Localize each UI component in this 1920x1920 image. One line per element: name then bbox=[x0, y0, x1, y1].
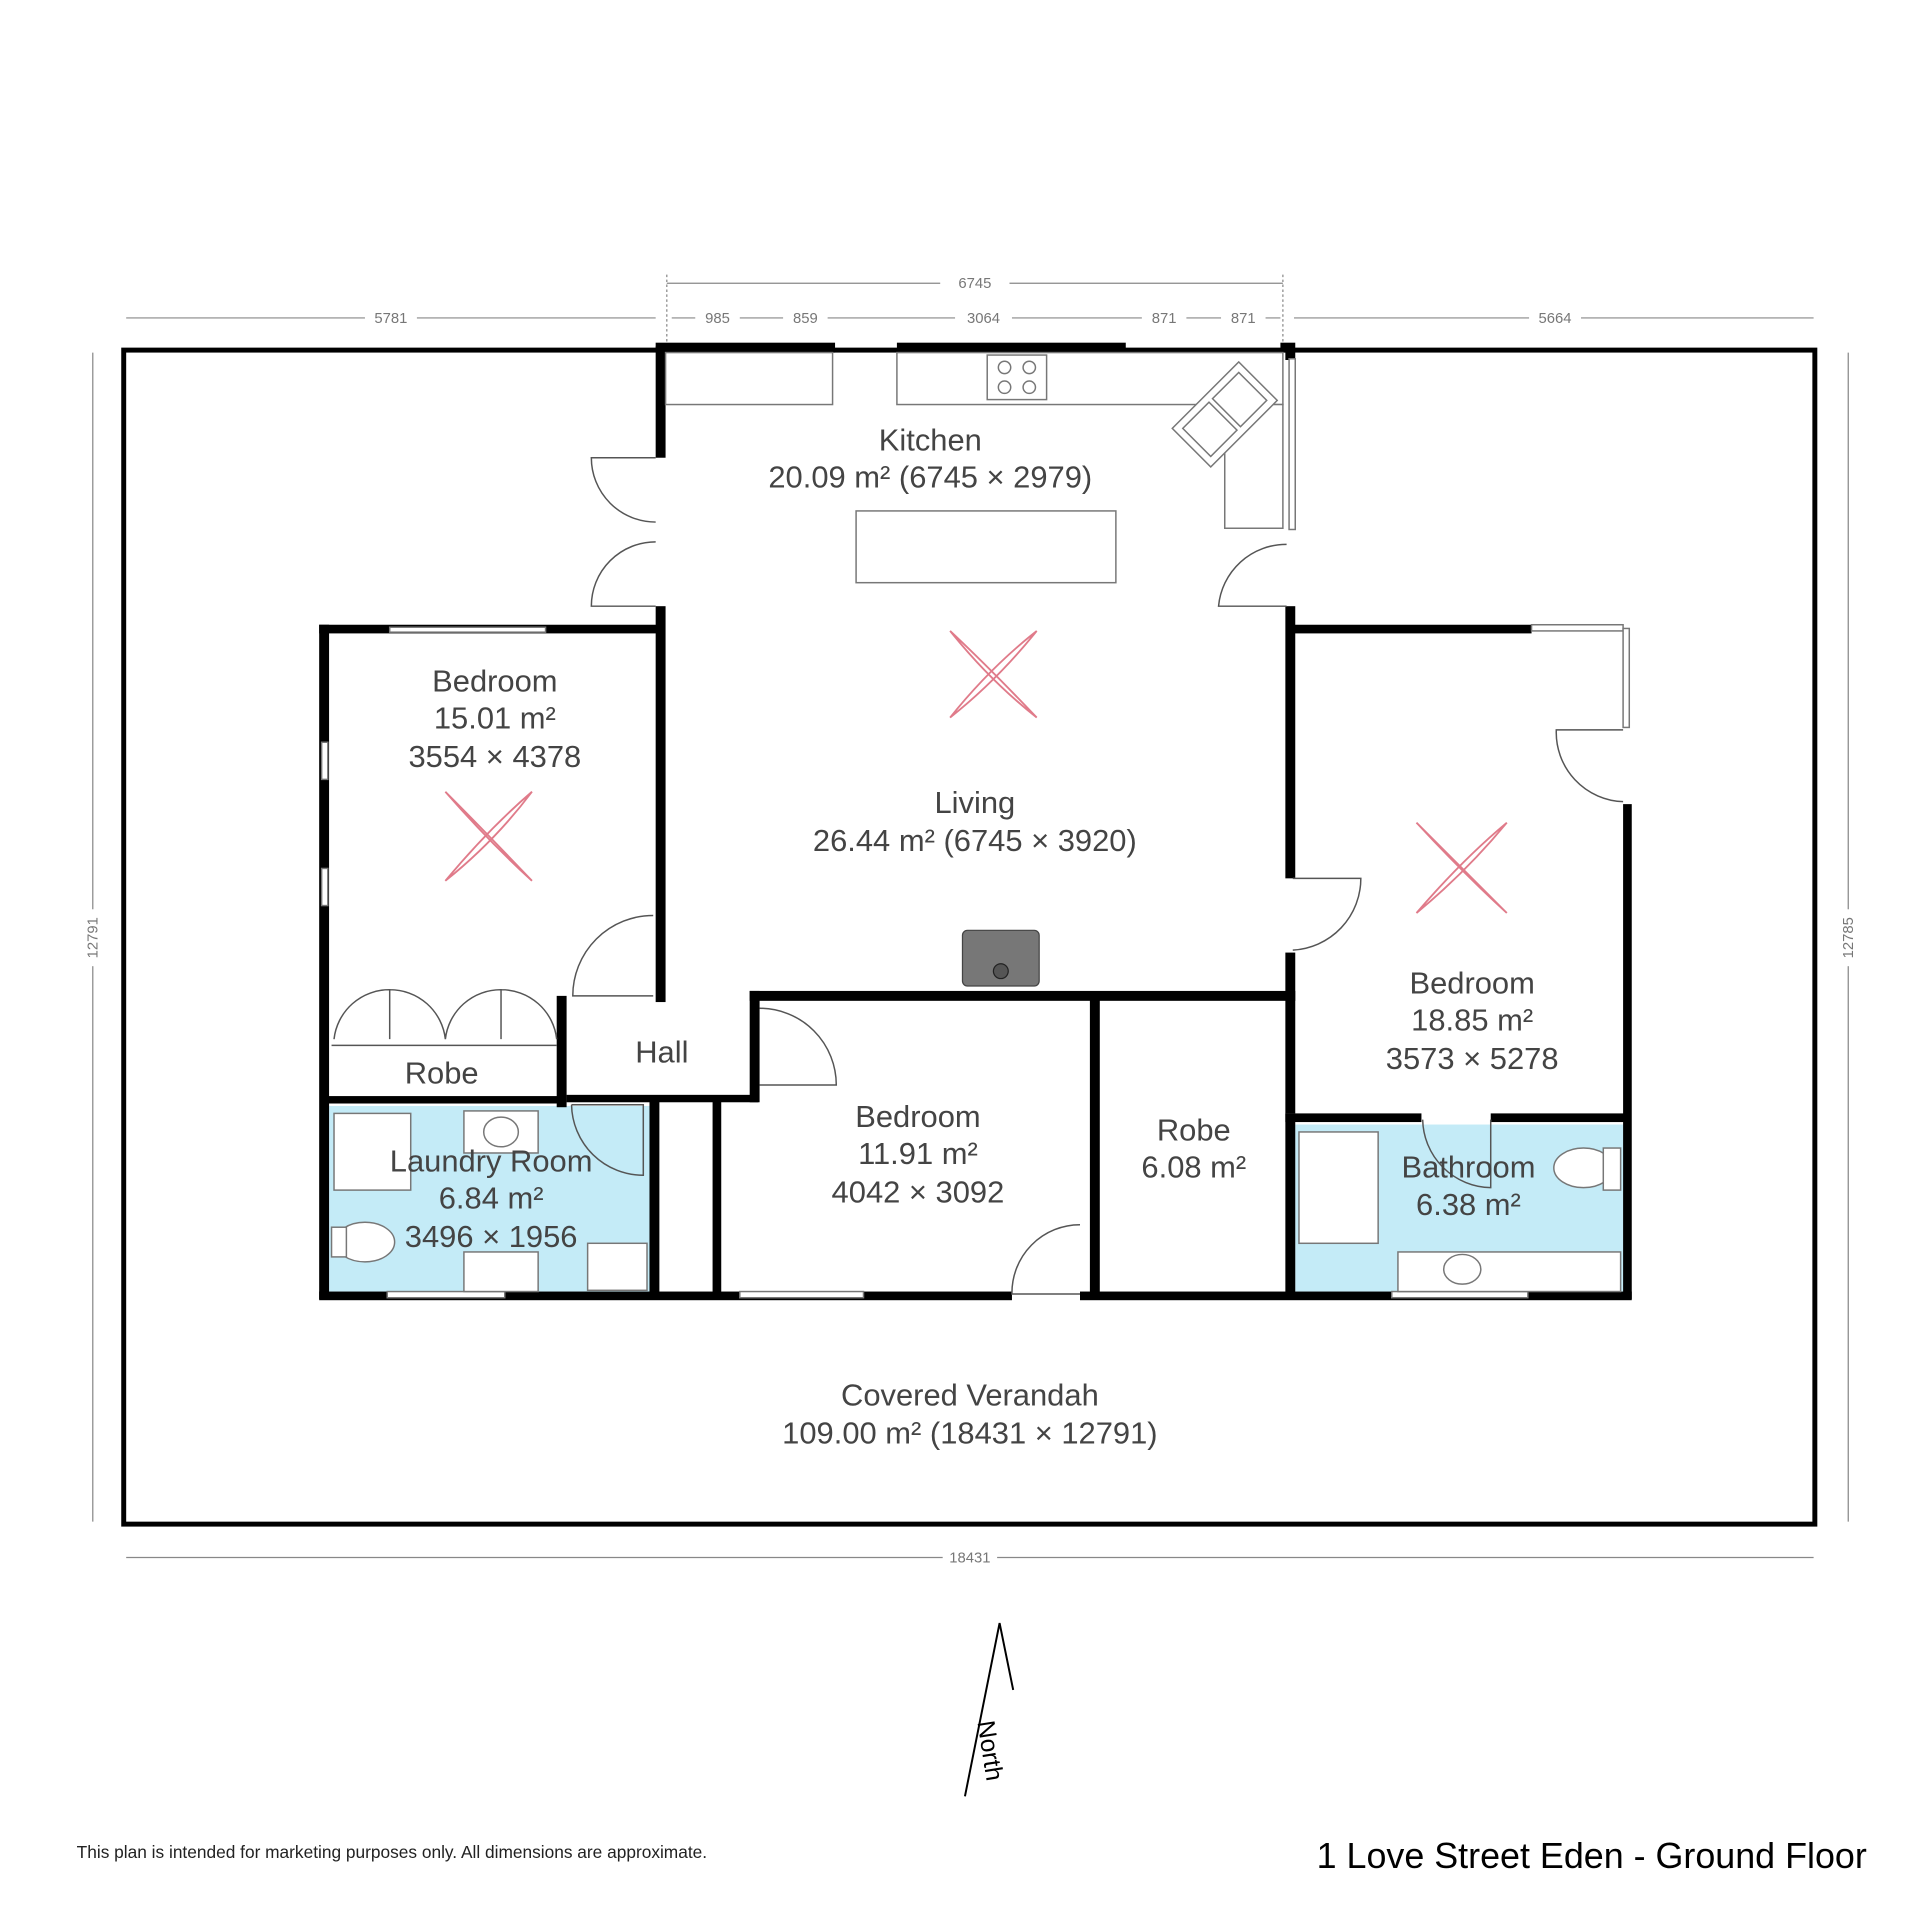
doors bbox=[331, 456, 1624, 1295]
north-arrow-icon: North bbox=[963, 1622, 1015, 1797]
dim-right: 12785 bbox=[1841, 917, 1857, 958]
room-name: Robe bbox=[405, 1056, 479, 1091]
room-dims: 4042 × 3092 bbox=[832, 1174, 1005, 1209]
room-area: 15.01 m² bbox=[434, 701, 556, 736]
dim-top-total: 6745 bbox=[958, 276, 991, 292]
room-name: Bedroom bbox=[432, 664, 557, 699]
dim-top-right: 5664 bbox=[1539, 311, 1572, 327]
dim-top-seg: 985 bbox=[705, 311, 730, 327]
dim-top-left: 5781 bbox=[374, 311, 407, 327]
kitchen-island bbox=[855, 510, 1117, 584]
room-name: Kitchen bbox=[879, 422, 982, 457]
bath-shower-icon bbox=[1298, 1131, 1379, 1245]
room-dims: 3573 × 5278 bbox=[1386, 1041, 1559, 1076]
dim-top-seg: 871 bbox=[1152, 311, 1177, 327]
plan-title: 1 Love Street Eden - Ground Floor bbox=[1317, 1836, 1867, 1876]
dim-top-seg: 859 bbox=[793, 311, 818, 327]
room-name: Hall bbox=[635, 1035, 688, 1070]
room-area: 20.09 m² (6745 × 2979) bbox=[768, 459, 1092, 494]
kitchen-bench bbox=[664, 351, 834, 406]
room-name: Robe bbox=[1157, 1113, 1231, 1148]
room-name: Bathroom bbox=[1401, 1150, 1535, 1185]
dim-top-seg: 3064 bbox=[967, 311, 1000, 327]
room-name: Covered Verandah bbox=[841, 1377, 1099, 1412]
room-area: 6.08 m² bbox=[1141, 1150, 1246, 1185]
fireplace-icon bbox=[961, 929, 1040, 987]
room-area: 6.84 m² bbox=[439, 1181, 544, 1216]
room-dims: 3496 × 1956 bbox=[405, 1219, 578, 1254]
dim-top-seg: 871 bbox=[1231, 311, 1256, 327]
ceiling-fan-icon bbox=[444, 630, 1508, 914]
room-dims: 3554 × 4378 bbox=[408, 739, 581, 774]
dim-left: 12791 bbox=[86, 917, 102, 958]
dim-bottom: 18431 bbox=[949, 1550, 990, 1566]
room-name: Bedroom bbox=[855, 1099, 980, 1134]
room-area: 18.85 m² bbox=[1411, 1003, 1533, 1038]
cooktop-icon bbox=[986, 354, 1048, 401]
north-label: North bbox=[971, 1719, 1007, 1783]
room-area: 109.00 m² (18431 × 12791) bbox=[782, 1416, 1157, 1451]
sink-icon bbox=[1171, 360, 1279, 468]
washer-icon bbox=[463, 1251, 539, 1293]
room-name: Laundry Room bbox=[390, 1144, 593, 1179]
room-area: 6.38 m² bbox=[1416, 1187, 1521, 1222]
room-area: 26.44 m² (6745 × 3920) bbox=[813, 823, 1137, 858]
vanity-icon bbox=[1397, 1251, 1622, 1293]
disclaimer: This plan is intended for marketing purp… bbox=[77, 1842, 707, 1862]
fixtures bbox=[330, 351, 1622, 1293]
room-name: Bedroom bbox=[1409, 965, 1534, 1000]
room-area: 11.91 m² bbox=[858, 1136, 978, 1171]
shower-icon bbox=[333, 1112, 412, 1191]
room-name: Living bbox=[934, 785, 1015, 820]
